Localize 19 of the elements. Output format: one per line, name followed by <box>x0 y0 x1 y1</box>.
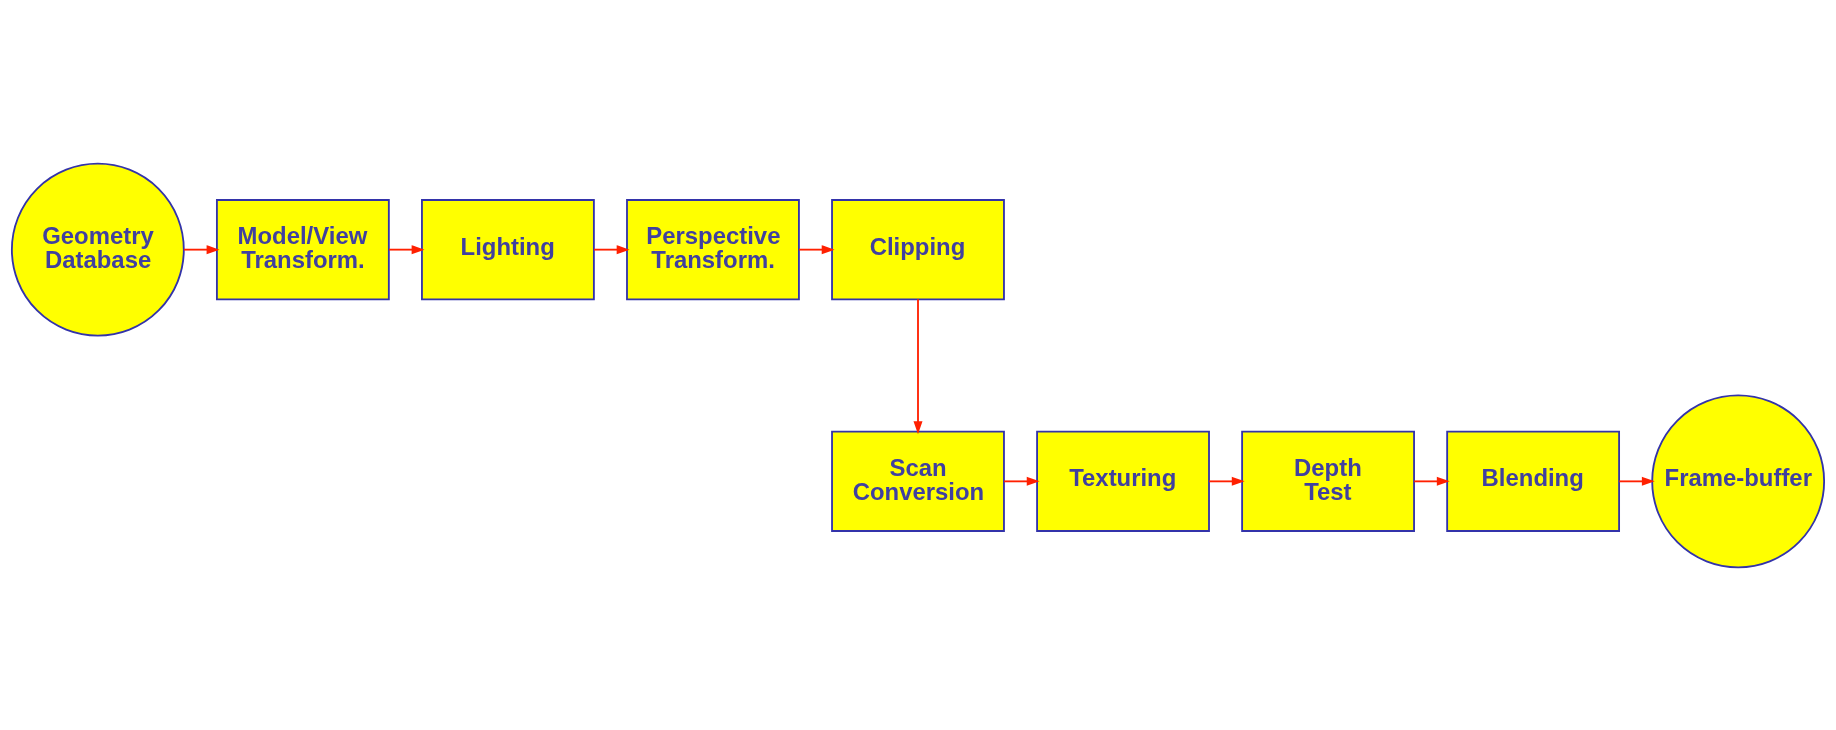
arrow <box>1003 476 1040 486</box>
node-box: Model/View Transform. <box>216 198 390 300</box>
arrow <box>1413 476 1450 486</box>
node-box: Scan Conversion <box>831 430 1005 532</box>
arrow <box>1208 476 1245 486</box>
arrow <box>593 244 630 254</box>
node-box: Perspective Transform. <box>626 198 800 300</box>
arrow <box>388 244 425 254</box>
node-circle: Geometry Database <box>10 162 185 337</box>
node-box: Blending <box>1446 430 1620 532</box>
node-box: Depth Test <box>1241 430 1415 532</box>
arrow <box>183 244 220 254</box>
arrow <box>798 244 835 254</box>
node-box: Lighting <box>421 198 595 300</box>
arrow <box>1618 476 1655 486</box>
arrow <box>913 297 923 434</box>
node-box: Clipping <box>831 198 1005 300</box>
node-box: Texturing <box>1036 430 1210 532</box>
node-circle: Frame-buffer <box>1651 393 1826 568</box>
